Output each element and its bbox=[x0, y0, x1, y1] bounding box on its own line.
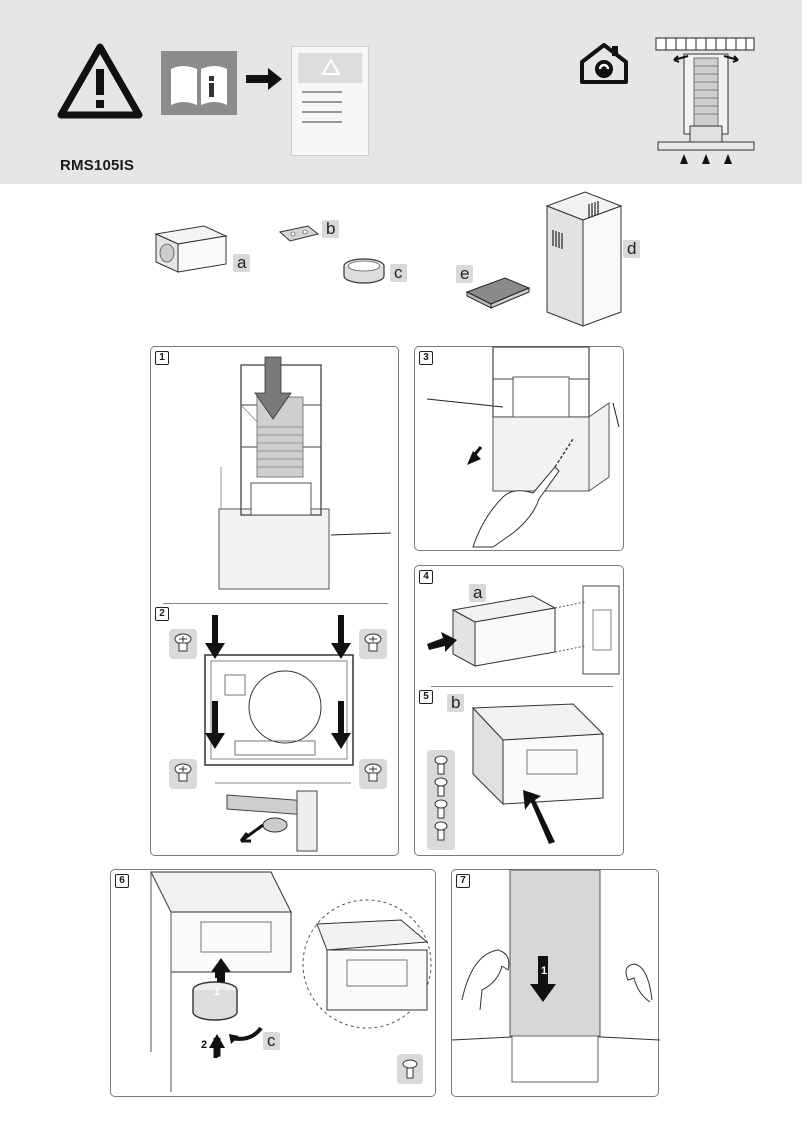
step-5-part-label-b: b bbox=[447, 694, 465, 712]
booklet-warning-box bbox=[298, 53, 362, 83]
part-b-bracket-drawing bbox=[278, 225, 320, 242]
panel-step-6: 6 1 2 3 c bbox=[110, 869, 436, 1097]
part-label-d: d bbox=[623, 240, 641, 258]
part-e-filter-drawing bbox=[465, 277, 531, 309]
step-6-arrow-label-3: 3 bbox=[217, 1055, 224, 1067]
step-number-3: 3 bbox=[419, 351, 433, 365]
panel-step-7: 7 1 bbox=[451, 869, 661, 1097]
booklet-line bbox=[302, 121, 342, 123]
step-5-bracket-fixing-drawing bbox=[427, 703, 605, 850]
panel-step-3: 3 bbox=[414, 346, 624, 551]
part-a-telescopic-duct-drawing bbox=[154, 225, 228, 273]
part-label-b: b bbox=[322, 220, 340, 238]
header-band: RMS105IS bbox=[0, 0, 802, 184]
manual-booklet-thumbnail bbox=[291, 46, 369, 156]
warning-triangle-icon bbox=[57, 43, 143, 119]
step-4-duct-insertion-drawing bbox=[427, 585, 620, 675]
arrow-right-icon bbox=[246, 68, 282, 90]
booklet-line bbox=[302, 91, 342, 93]
step-number-6: 6 bbox=[115, 874, 129, 888]
house-recirculation-icon bbox=[580, 43, 628, 84]
step-number-7: 7 bbox=[456, 874, 470, 888]
step-2-top-view-drawing bbox=[169, 615, 387, 852]
step-6-arrow-label-1: 1 bbox=[214, 986, 221, 998]
step-7-arrow-label-1: 1 bbox=[541, 965, 548, 977]
booklet-line bbox=[302, 111, 342, 113]
part-label-e: e bbox=[456, 265, 474, 283]
step-number-2: 2 bbox=[155, 607, 169, 621]
step-6-arrow-label-2: 2 bbox=[201, 1039, 208, 1051]
panel-steps-4-5: 4 a 5 b bbox=[414, 565, 624, 856]
duct-airflow-icon bbox=[655, 37, 755, 164]
step-6-ring-fitting-drawing bbox=[150, 871, 432, 1092]
part-label-c: c bbox=[390, 264, 407, 282]
step-3-fixing-drawing bbox=[426, 346, 620, 548]
model-number: RMS105IS bbox=[60, 157, 135, 174]
step-4-part-label-a: a bbox=[469, 584, 487, 602]
part-d-chimney-drawing bbox=[545, 191, 623, 327]
step-number-4: 4 bbox=[419, 570, 433, 584]
step-1-frame-drawing bbox=[218, 356, 392, 590]
step-6-part-label-c: c bbox=[263, 1032, 280, 1050]
step-7-chimney-lowering-drawing bbox=[451, 869, 661, 1083]
divider bbox=[163, 603, 388, 604]
screw-icon bbox=[169, 629, 197, 659]
step-number-1: 1 bbox=[155, 351, 169, 365]
manual-info-icon bbox=[161, 51, 237, 115]
panel-steps-1-2: 1 2 bbox=[150, 346, 399, 856]
divider bbox=[431, 686, 613, 687]
booklet-line bbox=[302, 101, 342, 103]
part-label-a: a bbox=[233, 254, 251, 272]
part-c-ring-drawing bbox=[343, 258, 385, 284]
booklet-warning-icon bbox=[321, 57, 341, 75]
step-number-5: 5 bbox=[419, 690, 433, 704]
